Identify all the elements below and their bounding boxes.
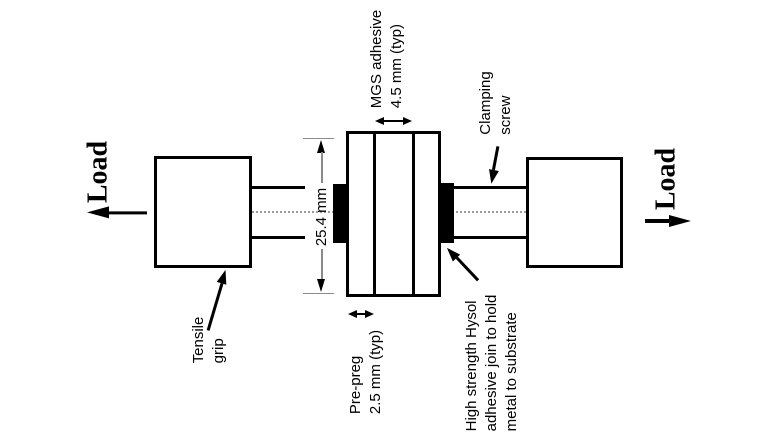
load-label-left: Load: [82, 140, 114, 204]
load-arrow-left-icon: [109, 211, 147, 215]
tensile-grip-left-box: [154, 156, 252, 268]
tensile-grip-label: Tensile grip: [189, 316, 227, 364]
substrate-bar-right-top-edge: [454, 185, 526, 189]
mgs-width-arrow-icon: [384, 119, 403, 122]
hysol-adhesive-label: High strength Hysol adhesive join to hol…: [462, 294, 520, 431]
dim-25mm-label: 25.4 mm: [312, 187, 330, 246]
prepreg-width-arrow-icon: [357, 313, 365, 315]
substrate-bar-left-top-edge: [252, 185, 305, 189]
tensile-grip-right-box: [526, 157, 623, 268]
specimen-stack-box: [346, 131, 441, 297]
clamping-screw-label: Clamping screw: [476, 70, 514, 135]
dim-extension-top-tick: [303, 138, 334, 140]
substrate-bar-left-bottom-edge: [252, 235, 305, 239]
load-arrow-right-icon: [645, 219, 669, 223]
mgs-adhesive-label: MGS adhesive 4.5 mm (typ): [368, 9, 405, 109]
pre-preg-label: Pre-preg 2.5 mm (typ): [346, 329, 384, 415]
hysol-block-right: [440, 183, 454, 243]
hysol-block-left: [333, 184, 347, 243]
clamping-screw-leader-arrow: [492, 145, 500, 170]
hysol-leader-arrow: [455, 256, 480, 281]
dim-line-upper-segment: [321, 152, 323, 183]
dim-arrowhead-up-icon: [317, 140, 326, 153]
dim-extension-bottom-tick: [303, 292, 334, 294]
dim-arrowhead-down-icon: [317, 279, 326, 292]
dim-line-lower-segment: [321, 249, 323, 280]
substrate-bar-right-bottom-edge: [454, 235, 526, 239]
layer-divider-right-line: [412, 134, 415, 294]
layer-divider-left-line: [373, 134, 376, 294]
load-label-right: Load: [650, 147, 682, 211]
